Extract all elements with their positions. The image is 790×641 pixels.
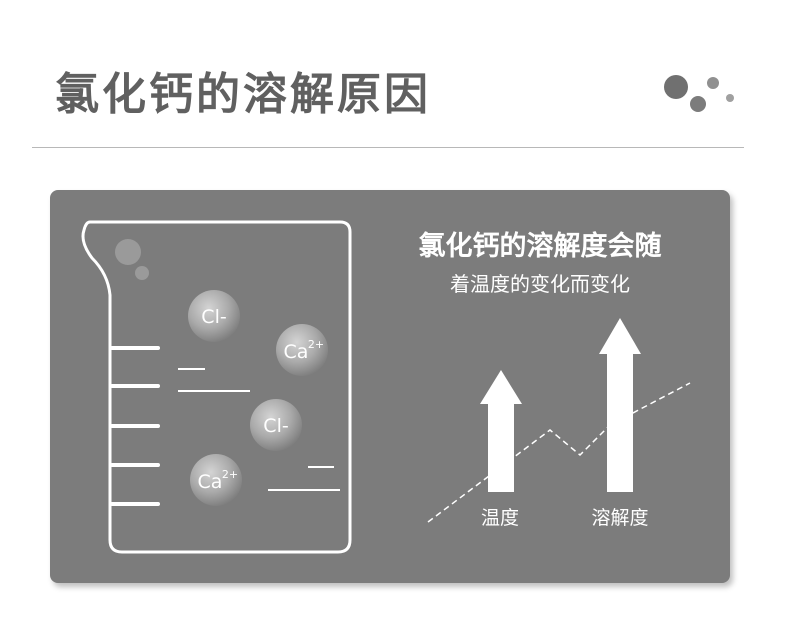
ion-ca-1: Ca 2+ xyxy=(276,324,328,376)
dot-medium xyxy=(690,96,706,112)
beaker-reflection-small xyxy=(135,266,149,280)
header-divider xyxy=(32,147,744,148)
ion-cl-2: Cl- xyxy=(250,399,302,451)
headline: 氯化钙的溶解度会随 xyxy=(418,231,662,262)
svg-text:Cl-: Cl- xyxy=(201,306,226,328)
page-title: 氯化钙的溶解原因 xyxy=(55,69,431,120)
graduation-marks xyxy=(110,346,160,506)
arrow-solubility xyxy=(599,318,641,492)
ion-ca-2: Ca 2+ xyxy=(190,454,242,506)
trend-line xyxy=(427,382,691,523)
beaker-icon xyxy=(81,220,352,554)
beaker-reflection-large xyxy=(115,239,141,265)
arrow-label-temperature: 温度 xyxy=(480,507,519,529)
svg-text:Ca: Ca xyxy=(198,471,223,493)
arrow-label-solubility: 溶解度 xyxy=(591,507,649,529)
dot-large xyxy=(664,75,688,99)
svg-text:2+: 2+ xyxy=(222,468,238,481)
svg-text:2+: 2+ xyxy=(308,338,324,351)
dot-tiny xyxy=(726,94,734,102)
ion-cl-1: Cl- xyxy=(188,290,240,342)
liquid-lines xyxy=(178,368,340,491)
subline: 着温度的变化而变化 xyxy=(450,272,630,296)
info-panel: Cl- Ca 2+ Cl- Ca 2+ 氯化钙的溶解度会随 着温度的变化而变化 … xyxy=(50,190,730,583)
svg-text:Ca: Ca xyxy=(284,341,309,363)
svg-text:Cl-: Cl- xyxy=(263,415,288,437)
arrow-up-icon xyxy=(480,318,641,492)
beaker-illustration: Cl- Ca 2+ Cl- Ca 2+ xyxy=(81,220,691,554)
dot-small xyxy=(707,77,719,89)
decorative-dots-icon xyxy=(660,72,740,118)
arrow-temperature xyxy=(480,370,522,492)
